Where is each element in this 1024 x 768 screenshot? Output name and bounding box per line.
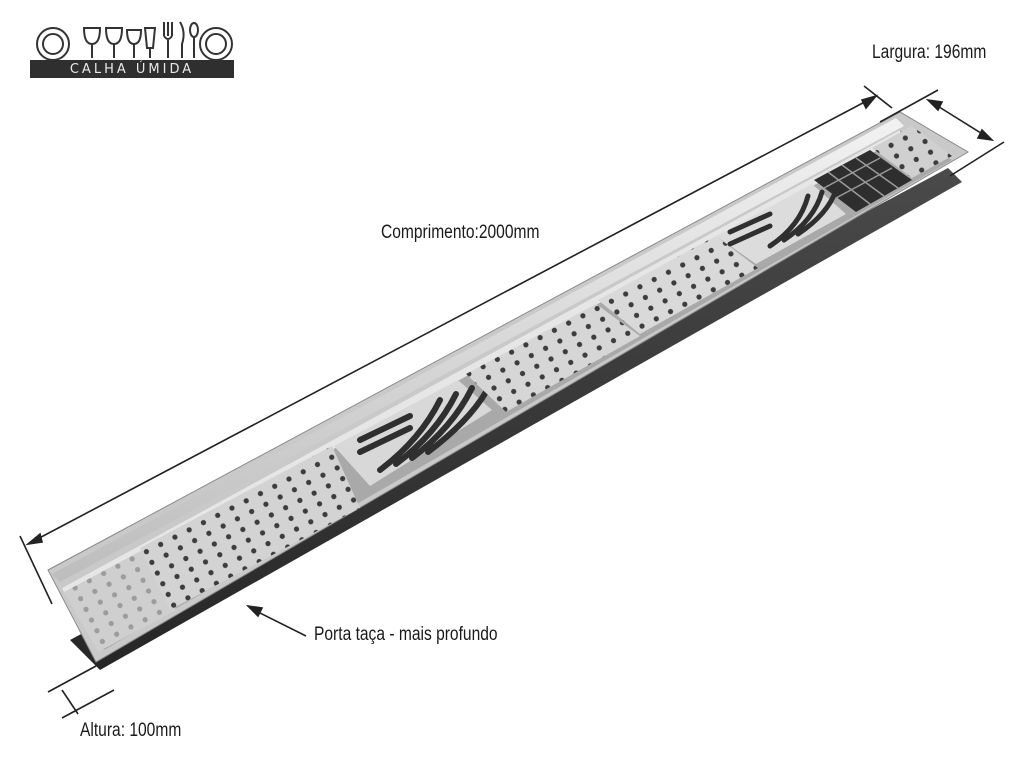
perforated-basket xyxy=(872,126,952,178)
perforated-basket xyxy=(466,304,640,412)
width-label: Largura: 196mm xyxy=(872,42,987,63)
perforated-basket-glass-holder xyxy=(64,546,176,652)
glass-holder-callout-arrow xyxy=(245,604,307,637)
perforated-basket xyxy=(140,446,360,610)
brand-logo: CALHA ÚMIDA xyxy=(26,18,238,80)
length-label: Comprimento:2000mm xyxy=(381,222,540,243)
dish-rack xyxy=(334,380,492,486)
spoon-icon xyxy=(189,22,199,58)
wine-glass-icon xyxy=(104,27,124,58)
wine-glass-icon xyxy=(125,29,143,58)
length-dimension-line xyxy=(19,85,893,605)
dish-rack xyxy=(716,184,846,264)
dimension-lines xyxy=(19,85,1005,719)
cutlery-organizer xyxy=(814,150,912,212)
knife-icon xyxy=(179,21,185,58)
height-label: Altura: 100mm xyxy=(80,720,182,741)
wine-glass-icon xyxy=(143,27,157,58)
wine-glass-icon xyxy=(82,27,102,58)
height-dimension-line xyxy=(47,665,115,719)
glass-holder-callout: Porta taça - mais profundo xyxy=(314,624,498,645)
perforated-basket xyxy=(598,236,758,334)
width-dimension-line xyxy=(879,89,1005,177)
logo-text: CALHA ÚMIDA xyxy=(30,60,234,78)
fork-icon xyxy=(163,22,173,58)
